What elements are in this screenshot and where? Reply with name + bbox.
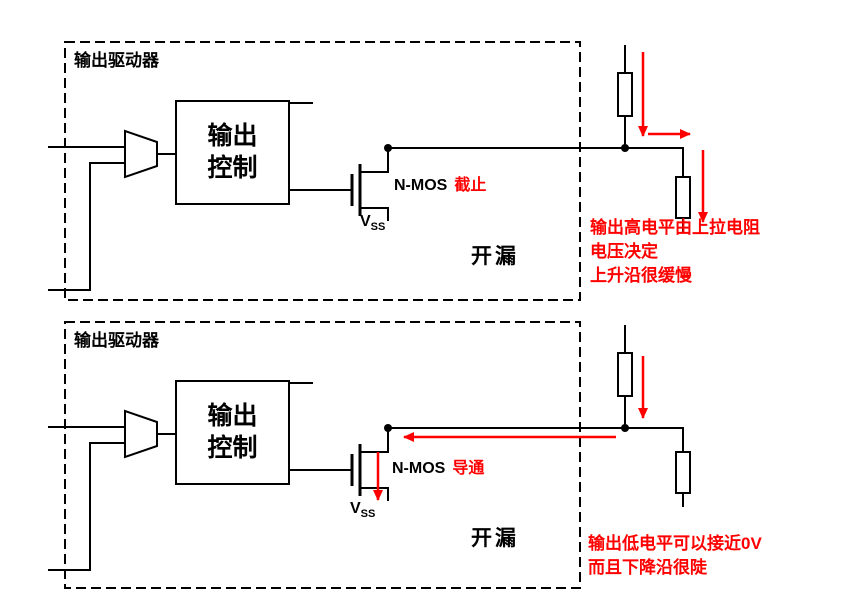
driver-dashed-outline-bottom: [64, 321, 581, 589]
load-resistor-bottom: [675, 451, 691, 494]
annotation-bottom-line1: 输出低电平可以接近0V: [588, 534, 762, 553]
wires-top: [48, 45, 684, 291]
input-mux-top: [124, 129, 158, 179]
input-wire-b-bottom: [48, 442, 126, 571]
nmos-state-bottom: 导通: [452, 460, 485, 477]
annotation-top-line2: 电压决定: [590, 242, 658, 261]
drain-wire-bottom: [361, 429, 389, 453]
nmos-label-top: N-MOS 截止: [394, 171, 486, 195]
output-control-box-bottom: 输出 控制: [175, 380, 290, 485]
output-node-bottom: [621, 424, 629, 432]
nmos-symbol-top: [350, 164, 362, 216]
load-resistor-top: [675, 176, 691, 219]
vss-v-bottom: V: [350, 500, 361, 517]
nmos-symbol-bottom: [350, 444, 362, 496]
annotation-top-line3: 上升沿很缓慢: [590, 266, 692, 285]
source-wire-top: [361, 207, 389, 221]
vss-sub-bottom: SS: [360, 508, 376, 521]
annotation-bottom-line2: 而且下降沿很陡: [588, 558, 707, 577]
annotation-bottom: 输出低电平可以接近0V 而且下降沿很陡: [588, 532, 762, 580]
control-label-line1-top: 输出: [207, 122, 258, 151]
load-branch-wire-top: [625, 147, 684, 177]
wires-bottom: [48, 325, 684, 571]
nmos-name-bottom: N-MOS: [392, 460, 446, 477]
driver-dashed-outline-top: [64, 41, 581, 301]
drain-wire-top: [361, 149, 389, 173]
control-label-line2-top: 控制: [207, 153, 258, 182]
input-wire-b-top: [48, 162, 126, 291]
current-arrows-bottom: [373, 356, 648, 501]
vss-label-bottom: VSS: [350, 500, 375, 520]
control-label-line2-bottom: 控制: [207, 433, 258, 462]
drain-node-bottom: [384, 424, 392, 432]
current-arrows-top: [638, 52, 708, 223]
load-branch-wire-bottom: [625, 427, 684, 452]
nmos-state-top: 截止: [454, 177, 487, 194]
open-drain-label-bottom: 开漏: [471, 527, 519, 550]
input-mux-bottom: [124, 409, 158, 459]
annotation-top-line1: 输出高电平由上拉电阻: [590, 218, 760, 237]
pullup-resistor-top: [617, 72, 633, 117]
control-label-line1-bottom: 输出: [207, 402, 258, 431]
nmos-label-bottom: N-MOS 导通: [392, 454, 484, 478]
vss-v-top: V: [360, 213, 371, 230]
pullup-resistor-bottom: [617, 352, 633, 397]
drain-node-top: [384, 144, 392, 152]
driver-box-title-bottom: 输出驱动器: [74, 331, 159, 350]
vss-label-top: VSS: [360, 213, 385, 233]
source-wire-bottom: [361, 487, 389, 501]
output-node-top: [621, 144, 629, 152]
vss-sub-top: SS: [370, 221, 386, 234]
output-control-box-top: 输出 控制: [175, 100, 290, 205]
open-drain-label-top: 开漏: [471, 245, 519, 268]
annotation-top: 输出高电平由上拉电阻 电压决定 上升沿很缓慢: [590, 216, 760, 288]
nmos-name-top: N-MOS: [394, 177, 448, 194]
driver-box-title-top: 输出驱动器: [74, 51, 159, 70]
